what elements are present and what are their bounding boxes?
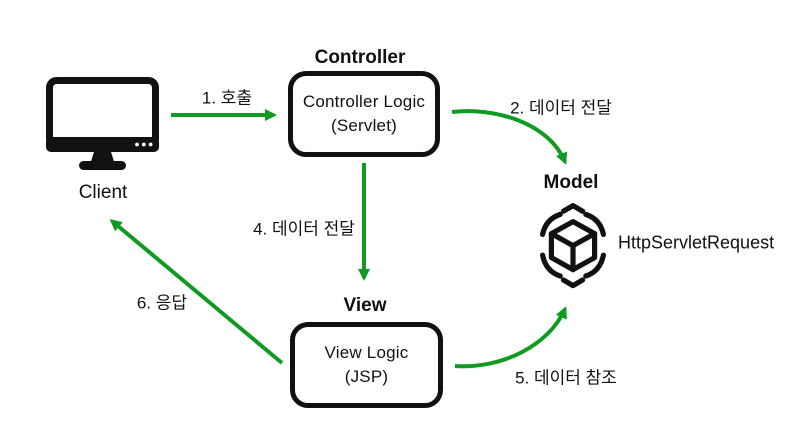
arrow-5-label: 5. 데이터 참조 xyxy=(515,368,617,388)
client-label: Client xyxy=(78,182,128,203)
arrow-4-label: 4. 데이터 전달 xyxy=(253,219,355,239)
controller-node-line1: Controller Logic xyxy=(302,92,426,112)
model-title: Model xyxy=(543,172,599,193)
model-httpservletrequest-label: HttpServletRequest xyxy=(618,232,775,253)
arrow-6-label: 6. 응답 xyxy=(136,293,188,313)
flow-arrows xyxy=(109,109,568,369)
view-node-line1: View Logic xyxy=(324,343,409,363)
controller-node: Controller Logic (Servlet) xyxy=(288,71,440,157)
arrow-2-label: 2. 데이터 전달 xyxy=(510,98,612,118)
controller-node-line2: (Servlet) xyxy=(330,116,398,135)
view-node-line2: (JSP) xyxy=(344,367,389,386)
view-node: View Logic (JSP) xyxy=(290,322,443,408)
arrow-1-label: 1. 호출 xyxy=(201,88,253,108)
arrow-5-view-to-model xyxy=(454,306,567,369)
view-title: View xyxy=(343,295,387,316)
arrow-6-view-to-client xyxy=(109,219,284,365)
client-monitor-icon xyxy=(46,77,159,170)
controller-title: Controller xyxy=(314,47,406,68)
arrow-2-controller-to-model xyxy=(451,109,568,165)
model-cube-icon xyxy=(540,202,607,289)
